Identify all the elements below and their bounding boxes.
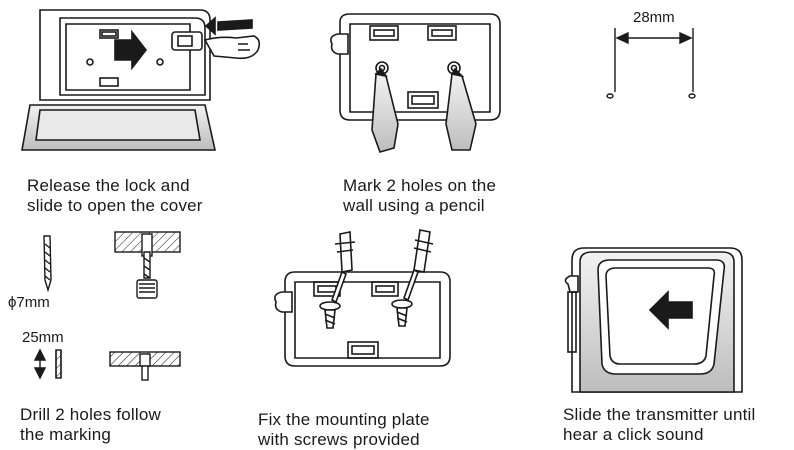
drill-depth-label: 25mm <box>22 329 64 346</box>
step4-caption-line1: Fix the mounting plate <box>258 410 430 429</box>
step1-caption-line2: slide to open the cover <box>27 196 203 215</box>
step1-caption: Release the lock and slide to open the c… <box>27 176 203 216</box>
step2-caption: Mark 2 holes on the wall using a pencil <box>343 176 496 216</box>
hole-spacing-dimension <box>606 28 696 99</box>
hole-spacing-label: 28mm <box>633 9 675 26</box>
step5-caption-line1: Slide the transmitter until <box>563 405 756 424</box>
step3-caption-line2: the marking <box>20 425 112 444</box>
step5-illustration <box>564 247 743 393</box>
step3-illustration <box>33 231 181 381</box>
step1-caption-line1: Release the lock and <box>27 176 190 195</box>
step2-caption-line2: wall using a pencil <box>343 196 485 215</box>
step3-caption: Drill 2 holes follow the marking <box>20 405 161 445</box>
step4-illustration <box>274 229 451 367</box>
step4-caption: Fix the mounting plate with screws provi… <box>258 410 430 450</box>
step2-illustration <box>330 13 501 153</box>
step5-caption-line2: hear a click sound <box>563 425 704 444</box>
step1-illustration <box>21 9 261 151</box>
step3-caption-line1: Drill 2 holes follow <box>20 405 161 424</box>
drill-diameter-label: ϕ7mm <box>8 294 50 311</box>
step2-caption-line1: Mark 2 holes on the <box>343 176 497 195</box>
step4-caption-line2: with screws provided <box>258 430 420 449</box>
step5-caption: Slide the transmitter until hear a click… <box>563 405 755 445</box>
